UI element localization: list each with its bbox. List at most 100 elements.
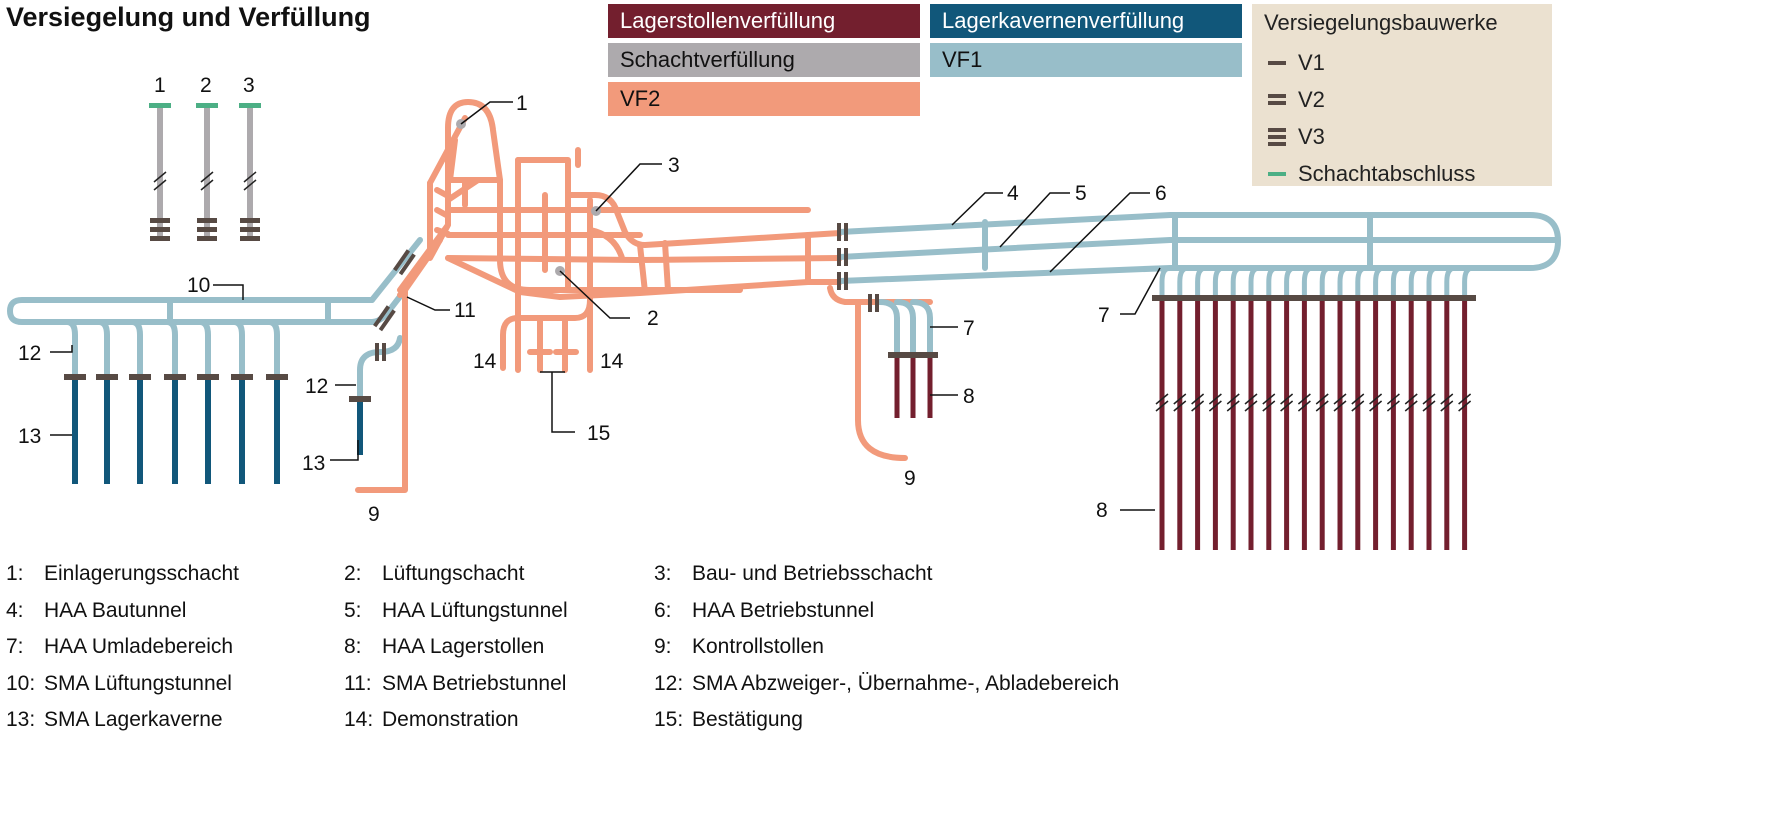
page-title: Versiegelung und Verfüllung: [6, 2, 371, 32]
label: 7: [1098, 304, 1110, 327]
break-mark: [243, 171, 257, 191]
key-item: 7:HAA Umladebereich: [6, 635, 234, 658]
label: 12: [18, 342, 41, 365]
schachtabschluss-seal: [196, 103, 218, 108]
v3-seal: [240, 236, 260, 241]
label: 8: [1096, 499, 1108, 522]
seal-legend-title: Versiegelungsbauwerke: [1264, 10, 1498, 35]
seal-label: Schachtabschluss: [1298, 160, 1476, 186]
key-item: 4:HAA Bautunnel: [6, 598, 187, 622]
vf2-tunnels: [355, 99, 933, 493]
break-mark: [1440, 393, 1454, 412]
break-mark: [1280, 393, 1294, 412]
break-mark: [1351, 393, 1365, 412]
key-item: 15:Bestätigung: [654, 708, 803, 731]
haa-branch: [1230, 265, 1242, 298]
key-item: 8:HAA Lagerstollen: [344, 635, 545, 658]
v1-seal: [197, 374, 219, 380]
label: 9: [368, 503, 380, 526]
label: 1: [154, 74, 166, 97]
break-mark: [200, 171, 214, 191]
label: 2: [200, 74, 212, 97]
key-item: 5:HAA Lüftungstunnel: [344, 598, 568, 622]
v2-seal: [393, 249, 416, 276]
haa-branch: [1426, 265, 1438, 298]
v1-seal: [129, 374, 151, 380]
sma-branch: [233, 319, 245, 378]
label: 11: [454, 299, 476, 322]
seal-legend: Versiegelungsbauwerke V1 V2 V3 Schachtab…: [1252, 4, 1552, 186]
break-mark: [1369, 393, 1383, 412]
sma-branch: [98, 319, 110, 378]
v3-seal: [240, 218, 260, 223]
v3-seal: [150, 227, 170, 232]
v3-seal: [150, 236, 170, 241]
haa-branch: [1266, 265, 1278, 298]
haa-branch: [1462, 265, 1473, 298]
break-mark: [153, 171, 167, 191]
v2-seal: [837, 223, 841, 241]
seal-label: V2: [1298, 86, 1325, 112]
v1-seal: [231, 374, 253, 380]
break-mark: [1458, 393, 1472, 412]
label: 3: [243, 74, 255, 97]
legend-schacht: Schachtverfüllung: [608, 43, 920, 77]
v3-seal: [197, 227, 217, 232]
v2-seal: [844, 223, 848, 241]
v2-seal: [382, 343, 386, 361]
sma-branch: [199, 319, 211, 378]
label: 1: [516, 92, 528, 115]
key-item: 14:Demonstration: [344, 708, 519, 731]
haa-branch: [1284, 265, 1295, 298]
haa-branch: [1195, 265, 1206, 298]
v3-seal: [150, 218, 170, 223]
key-item: 2:Lüftungschacht: [344, 562, 525, 585]
v2-icon: [1268, 94, 1286, 105]
break-mark: [1226, 393, 1240, 412]
leader-lines: [50, 101, 1161, 511]
legend-lagerkavernen: Lagerkavernenverfüllung: [930, 4, 1242, 38]
v1-seal: [888, 352, 938, 358]
haa-branch: [1444, 265, 1456, 298]
sma-branch: [268, 319, 280, 378]
key-item: 6:HAA Betriebstunnel: [654, 598, 875, 622]
label: 3: [668, 154, 680, 177]
label: 14: [600, 350, 624, 373]
v2-seal-bar: [378, 309, 396, 332]
break-mark: [1191, 393, 1205, 412]
break-mark: [1422, 393, 1436, 412]
key-item: 11:SMA Betriebstunnel: [344, 671, 567, 695]
key-list: 1:Einlagerungsschacht 2:Lüftungschacht 3…: [6, 562, 1254, 745]
break-mark: [1155, 393, 1169, 412]
haa-branch: [1159, 265, 1171, 298]
break-mark: [1315, 393, 1329, 412]
v3-seal: [197, 236, 217, 241]
v1-seal: [164, 374, 186, 380]
seal-schachtabschluss: Schachtabschluss: [1264, 155, 1552, 192]
v2-seal: [837, 248, 841, 266]
key-item: 1:Einlagerungsschacht: [6, 562, 239, 585]
label: 6: [1155, 182, 1167, 205]
v2-seal-bar: [373, 305, 391, 328]
haa-branch: [1177, 265, 1189, 298]
seal-v3: V3: [1264, 118, 1552, 155]
schachtabschluss-seal: [149, 103, 171, 108]
v2-seal-bar: [393, 249, 411, 272]
haa-branch: [1390, 265, 1402, 298]
key-item: 12:SMA Abzweiger-, Übernahme-, Abladeber…: [654, 671, 1120, 695]
v1-seal: [1152, 295, 1476, 301]
key-item: 10:SMA Lüftungstunnel: [6, 671, 232, 695]
v1-seal: [266, 374, 288, 380]
v2-seal: [837, 272, 841, 290]
break-mark: [1208, 393, 1222, 412]
label: 15: [587, 422, 610, 445]
label: 10: [187, 274, 210, 297]
schachtabschluss-icon: [1268, 171, 1286, 176]
break-mark: [1404, 393, 1418, 412]
haa-branch: [1248, 265, 1260, 298]
label: 14: [473, 350, 497, 373]
legend-lagerstollen: Lagerstollenverfüllung: [608, 4, 920, 38]
label: 2: [647, 307, 659, 330]
haa-branch: [1373, 265, 1384, 298]
label: 12: [305, 375, 328, 398]
